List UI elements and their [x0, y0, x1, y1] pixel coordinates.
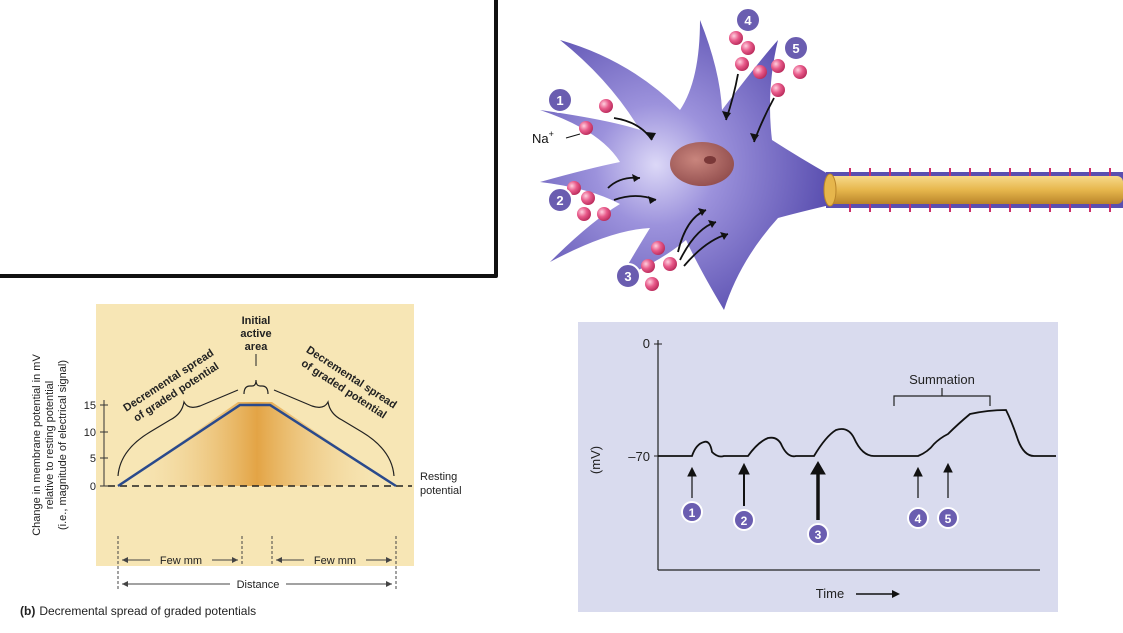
number-circle-5: 5 — [783, 35, 809, 61]
few-mm-right-label: Few mm — [314, 555, 356, 567]
number-3-label: 3 — [624, 269, 631, 284]
stimulus-2-label: 2 — [741, 514, 748, 528]
stimulus-5-label: 5 — [945, 512, 952, 526]
summation-y-tick-minus-70: –70 — [628, 449, 650, 464]
sodium-label: Na+ — [532, 129, 554, 146]
summation-bracket — [893, 388, 991, 406]
left-spread-brace — [117, 389, 239, 477]
number-5-label: 5 — [792, 41, 799, 56]
y-tick-5: 5 — [90, 453, 96, 465]
time-arrowhead — [892, 590, 900, 598]
initial-active-area-line-2: active — [240, 328, 271, 340]
caption-letter: (b) — [20, 604, 36, 618]
figure-caption: (b)Decremental spread of graded potentia… — [20, 604, 256, 618]
y-tick-10: 10 — [84, 427, 96, 439]
y-tick-0: 0 — [90, 481, 96, 493]
ion-flow-arrowheads — [632, 111, 759, 240]
myelin-sheath — [828, 176, 1123, 204]
number-circle-4: 4 — [735, 7, 761, 33]
stimulus-circle-2: 2 — [733, 509, 755, 531]
summation-graph: 0 –70 (mV) Summation 1 2 3 4 5 Time — [578, 322, 1058, 612]
nucleolus — [704, 156, 716, 164]
y-tick-15: 15 — [84, 400, 96, 412]
caption-text: Decremental spread of graded potentials — [39, 604, 257, 618]
resting-potential-line-2: potential — [420, 485, 462, 497]
stimulus-circle-3: 3 — [807, 523, 829, 545]
stimulus-1-label: 1 — [689, 506, 696, 520]
number-circle-1: 1 — [547, 87, 573, 113]
stimulus-4-label: 4 — [915, 512, 922, 526]
stimulus-circle-1: 1 — [681, 501, 703, 523]
stimulus-circle-4: 4 — [907, 507, 929, 529]
axon-channels — [849, 168, 1111, 212]
right-spread-brace — [273, 389, 395, 477]
number-circle-3: 3 — [615, 263, 641, 289]
few-mm-left-label: Few mm — [160, 555, 202, 567]
active-area-brace — [243, 379, 269, 395]
y-axis-label-line-2: relative to resting potential — [44, 381, 56, 509]
summation-label: Summation — [909, 372, 975, 387]
nucleus — [670, 142, 734, 186]
time-label: Time — [816, 586, 844, 601]
active-area-glow — [118, 402, 396, 486]
initial-active-area-line-3: area — [245, 341, 269, 353]
distance-label: Distance — [237, 579, 280, 591]
axon-hillock — [823, 173, 837, 207]
sodium-ions — [567, 31, 807, 291]
y-axis-label-line-1: Change in membrane potential in mV — [31, 354, 43, 536]
y-axis-label-line-3: (i.e., magnitude of electrical signal) — [57, 360, 69, 530]
neuron-illustration: 1 2 3 4 5 Na+ — [532, 7, 1123, 310]
resting-potential-line-1: Resting — [420, 471, 457, 483]
number-4-label: 4 — [744, 13, 752, 28]
stimulus-circle-5: 5 — [937, 507, 959, 529]
number-2-label: 2 — [556, 193, 563, 208]
decremental-spread-diagram: 15 10 5 0 Change in membrane potential i… — [31, 304, 462, 591]
initial-active-area-line-1: Initial — [242, 315, 271, 327]
membrane-potential-trace — [658, 409, 1056, 458]
summation-y-label: (mV) — [588, 446, 603, 474]
stimulus-arrows — [687, 461, 953, 520]
sodium-label-leader — [565, 133, 581, 139]
stimulus-3-label: 3 — [815, 528, 822, 542]
number-1-label: 1 — [556, 93, 563, 108]
number-circle-2: 2 — [547, 187, 573, 213]
graded-potential-curve — [117, 403, 397, 488]
summation-y-tick-0: 0 — [643, 336, 650, 351]
blank-framed-image-area — [0, 0, 498, 278]
